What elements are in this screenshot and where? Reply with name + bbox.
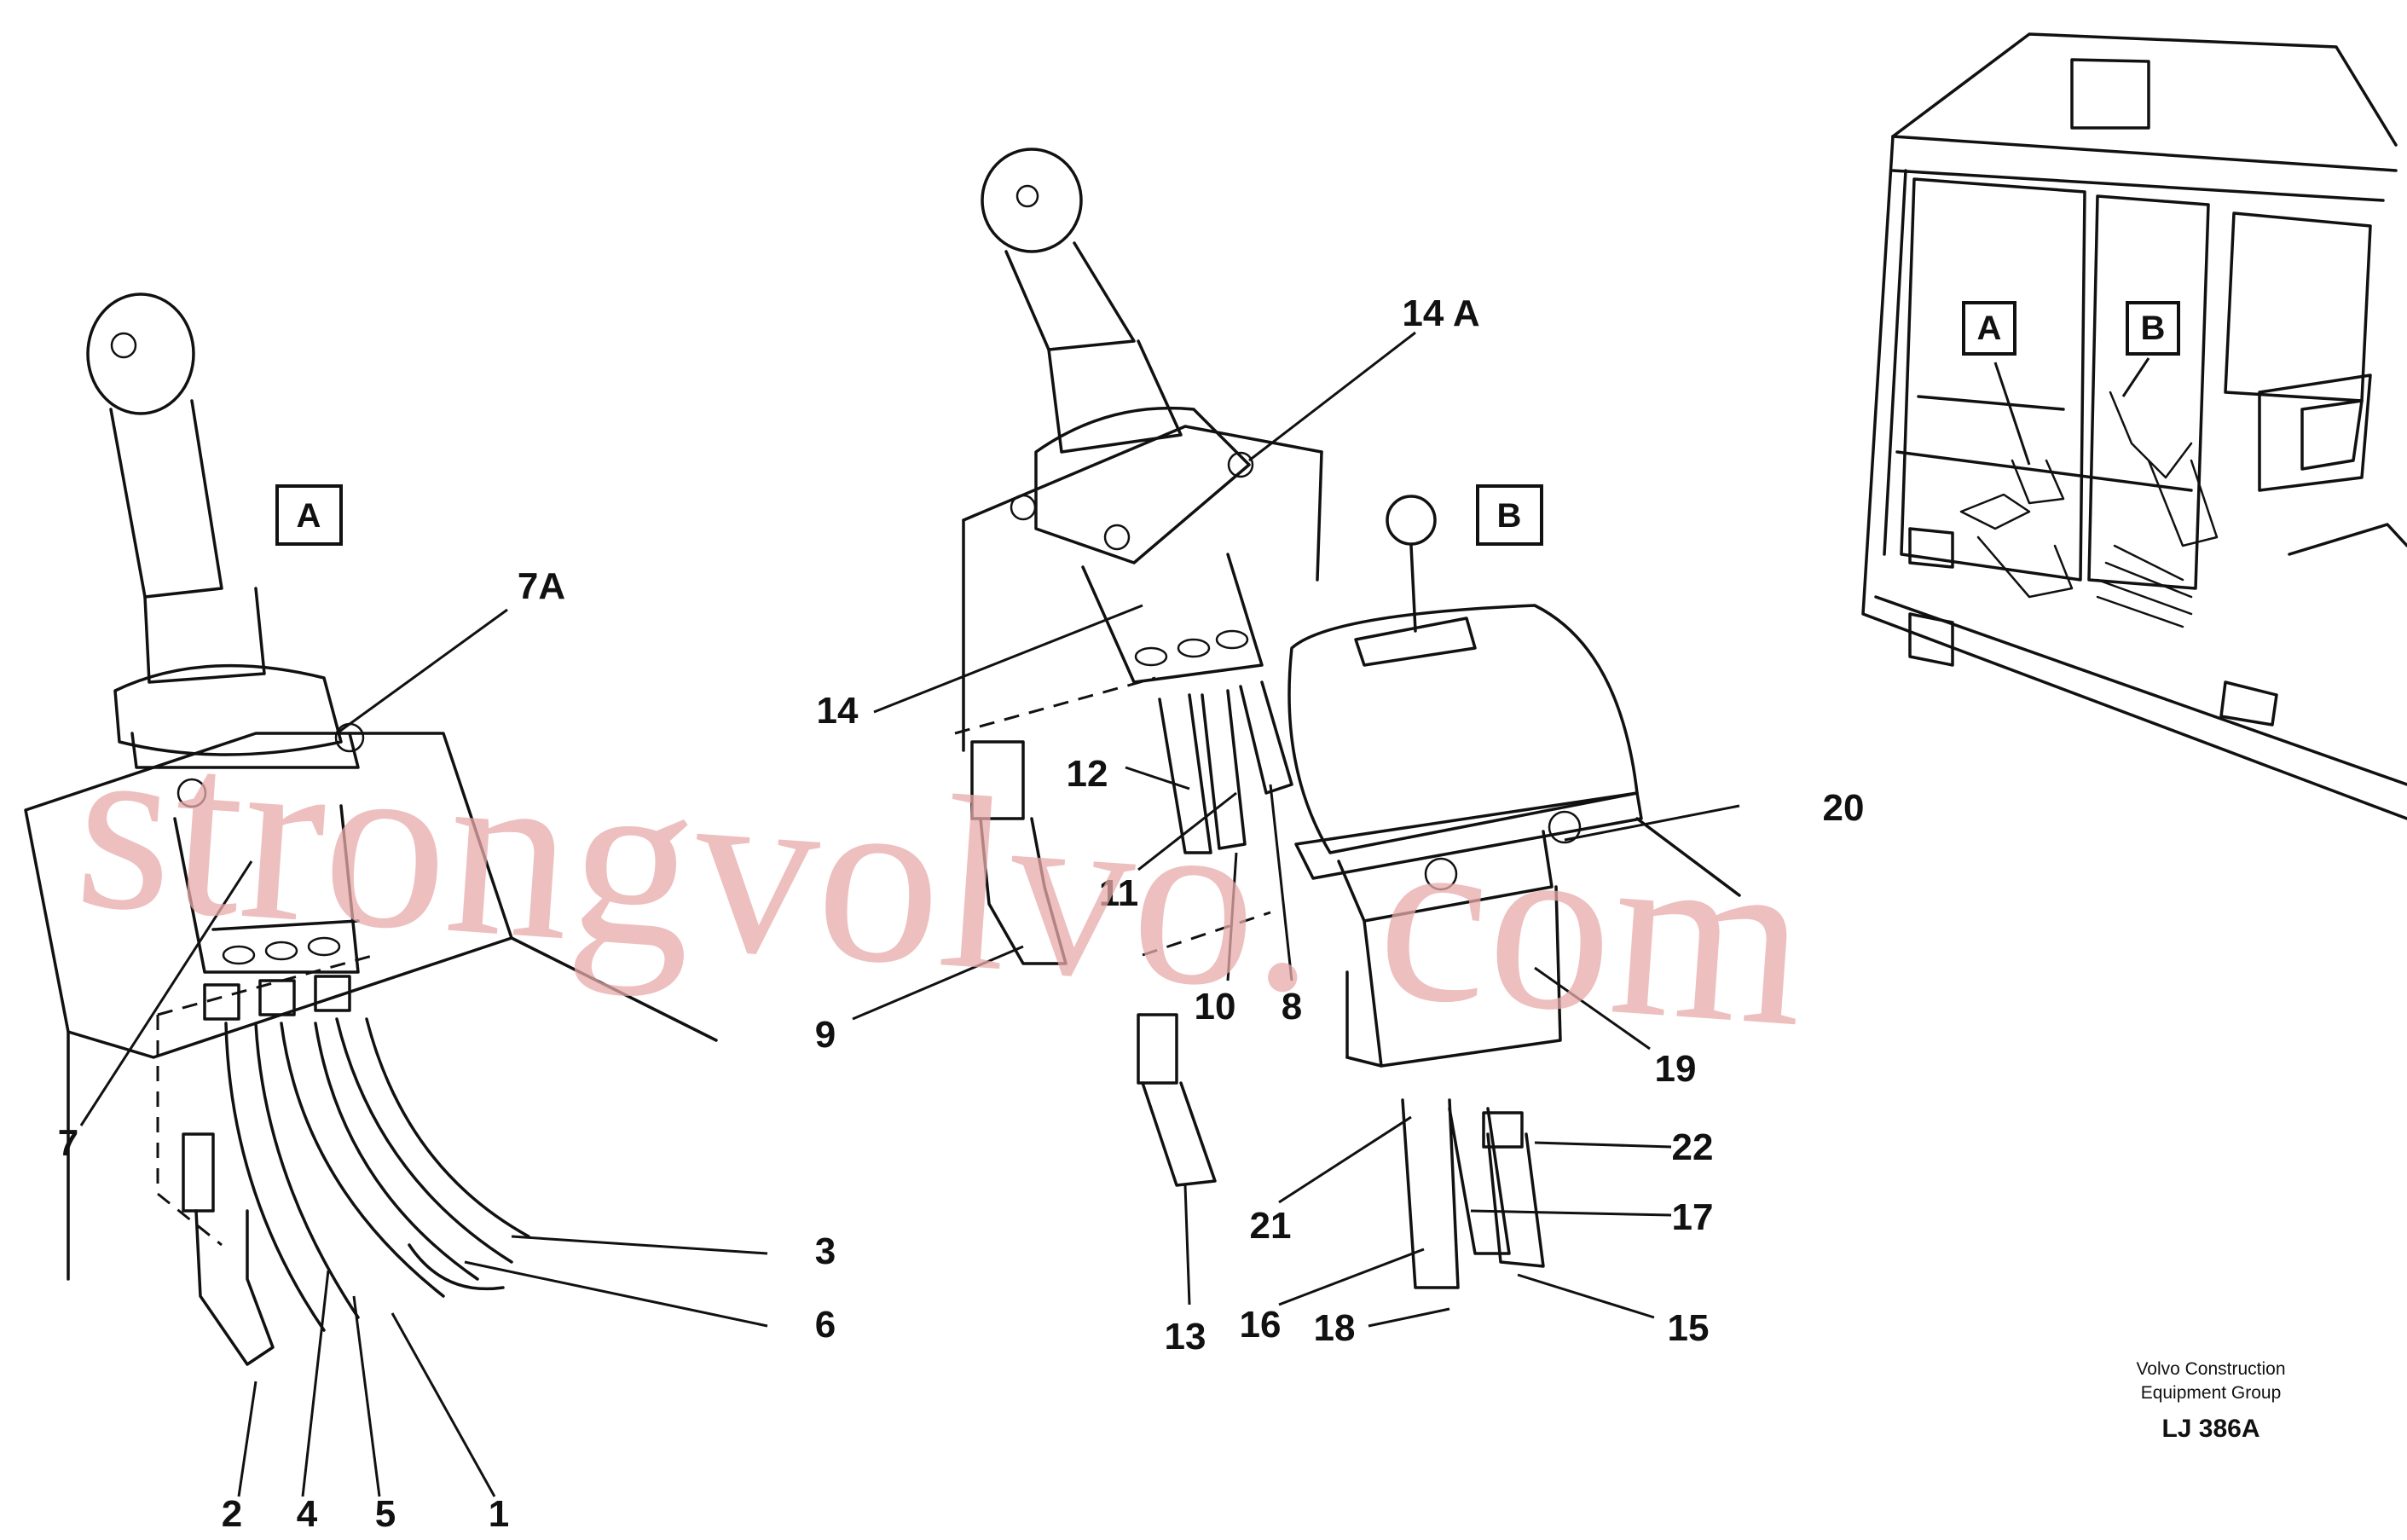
callout-22: 22 bbox=[1672, 1126, 1714, 1168]
credit-line-2: Equipment Group bbox=[2141, 1383, 2282, 1403]
cab-view-b-box bbox=[2126, 301, 2180, 356]
callout-15: 15 bbox=[1668, 1307, 1710, 1349]
cab-view-a-box bbox=[1962, 301, 2016, 356]
view-a-box bbox=[275, 484, 343, 546]
callout-14: 14 bbox=[817, 690, 859, 732]
view-a-label: A bbox=[297, 497, 321, 535]
callout-12: 12 bbox=[1067, 753, 1108, 795]
leader-8 bbox=[1269, 784, 1293, 981]
leader-12 bbox=[1125, 766, 1190, 790]
leader-13 bbox=[1183, 1184, 1191, 1306]
servo-valve-assembly-a bbox=[24, 292, 768, 1497]
callout-11: 11 bbox=[1099, 872, 1139, 914]
callout-6: 6 bbox=[815, 1304, 836, 1346]
leader-14 bbox=[873, 604, 1143, 714]
callout-21: 21 bbox=[1250, 1205, 1292, 1247]
callout-7: 7 bbox=[58, 1122, 78, 1164]
leader-15 bbox=[1517, 1273, 1655, 1319]
leader-9 bbox=[852, 945, 1024, 1021]
leader-18 bbox=[1368, 1307, 1450, 1328]
leader-16 bbox=[1278, 1248, 1425, 1306]
callout-5: 5 bbox=[375, 1493, 396, 1535]
callout-4: 4 bbox=[297, 1493, 318, 1535]
callout-1: 1 bbox=[489, 1493, 509, 1535]
callout-9: 9 bbox=[815, 1014, 836, 1056]
callout-18: 18 bbox=[1314, 1307, 1356, 1349]
cab-overview bbox=[1861, 32, 2407, 820]
callout-13: 13 bbox=[1165, 1316, 1206, 1358]
view-b-box bbox=[1476, 484, 1543, 546]
leader-20 bbox=[1564, 804, 1740, 842]
leader-17 bbox=[1470, 1209, 1672, 1217]
callout-14a: 14 A bbox=[1402, 292, 1479, 334]
leader-14a bbox=[1248, 331, 1416, 462]
callout-8: 8 bbox=[1282, 986, 1302, 1028]
callout-17: 17 bbox=[1672, 1196, 1714, 1238]
callout-7a: 7A bbox=[518, 565, 565, 607]
drawing-number: LJ 386A bbox=[2161, 1415, 2259, 1443]
callout-19: 19 bbox=[1655, 1048, 1697, 1090]
credit-line-1: Volvo Construction bbox=[2136, 1359, 2285, 1379]
callout-2: 2 bbox=[222, 1493, 242, 1535]
cab-view-b-label: B bbox=[2141, 310, 2166, 347]
control-assembly-b bbox=[954, 148, 1741, 1289]
leader-22 bbox=[1534, 1141, 1672, 1149]
callout-20: 20 bbox=[1823, 787, 1865, 829]
callout-10: 10 bbox=[1195, 986, 1236, 1028]
leader-19 bbox=[1534, 966, 1651, 1051]
callout-16: 16 bbox=[1240, 1304, 1282, 1346]
leader-10 bbox=[1226, 852, 1238, 981]
view-b-label: B bbox=[1497, 497, 1522, 535]
cab-view-a-label: A bbox=[1977, 310, 2002, 347]
leader-21 bbox=[1278, 1115, 1412, 1204]
leader-11 bbox=[1137, 791, 1237, 871]
watermark-text: strongvolvo. com bbox=[69, 685, 1814, 1079]
callout-3: 3 bbox=[815, 1230, 836, 1272]
